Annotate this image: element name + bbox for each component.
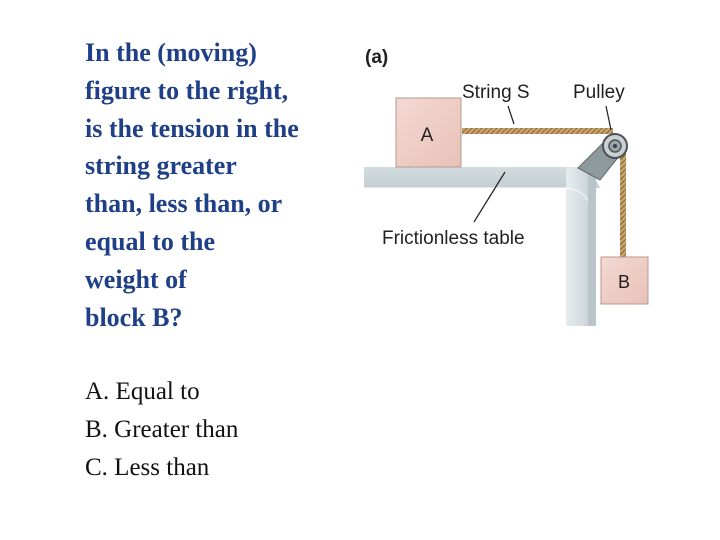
option-c[interactable]: C. Less than <box>85 454 210 481</box>
string-s-horizontal <box>462 128 613 134</box>
option-b[interactable]: B. Greater than <box>85 416 239 443</box>
question-line: block B? <box>85 302 183 332</box>
option-a[interactable]: A. Equal to <box>85 378 200 405</box>
pulley-leader <box>605 105 612 131</box>
string-s-leader <box>507 105 515 125</box>
block-b-label: B <box>618 272 630 292</box>
block-a <box>395 97 462 168</box>
panel-label: (a) <box>365 47 388 68</box>
question-line: figure to the right, <box>85 75 289 105</box>
pulley-label: Pulley <box>573 82 625 103</box>
block-b <box>600 256 649 305</box>
question-text: In the (moving) figure to the right, is … <box>85 34 360 336</box>
question-line: string greater <box>85 151 237 181</box>
question-line: is the tension in the <box>85 113 299 143</box>
string-s-vertical <box>620 146 626 258</box>
string-s-label: String S <box>462 82 530 103</box>
question-line: weight of <box>85 264 187 294</box>
question-line: equal to the <box>85 226 215 256</box>
table-leader <box>473 171 506 223</box>
table-label: Frictionless table <box>382 228 525 249</box>
question-line: than, less than, or <box>85 189 283 219</box>
block-a-label: A <box>421 125 434 146</box>
question-line: In the (moving) <box>85 38 257 67</box>
pulley-icon <box>602 133 628 159</box>
answer-options: A. Equal to B. Greater than C. Less than <box>85 373 238 487</box>
frictionless-table <box>364 167 600 326</box>
